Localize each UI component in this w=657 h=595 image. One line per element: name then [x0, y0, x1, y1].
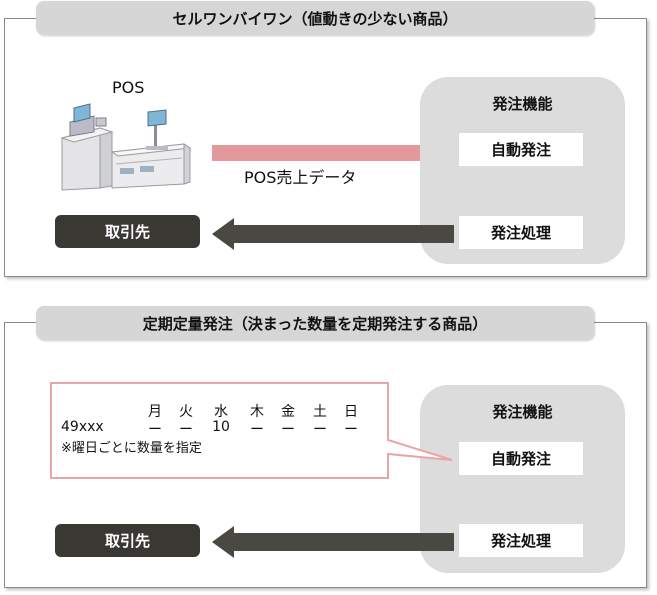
pos-sales-data-label: POS売上データ: [244, 168, 357, 187]
pos-terminal-icon: [60, 103, 192, 191]
item-code: 49xxx: [61, 419, 104, 435]
qty-mon: ー: [148, 422, 162, 438]
bottom-panel-title: 定期定量発注（決まった数量を定期発注する商品）: [36, 306, 594, 340]
qty-thu: ー: [250, 422, 264, 438]
order-to-supplier-arrow-2: [212, 526, 454, 558]
weekly-schedule: 月 火 水 木 金 土 日 49xxx ー ー 10 ー ー ー ー ※曜日ごと…: [61, 401, 371, 461]
qty-sat: ー: [313, 422, 327, 438]
order-process-button[interactable]: 発注処理: [459, 216, 583, 249]
pos-label: POS: [112, 78, 145, 97]
qty-tue: ー: [179, 422, 193, 438]
auto-order-button[interactable]: 自動発注: [459, 133, 583, 166]
schedule-note: ※曜日ごとに数量を指定: [61, 441, 202, 456]
qty-fri: ー: [281, 422, 295, 438]
day-wed: 水: [214, 404, 228, 420]
day-sun: 日: [344, 404, 358, 420]
day-sat: 土: [313, 404, 327, 420]
order-to-supplier-arrow: [212, 218, 454, 250]
day-thu: 木: [250, 404, 264, 420]
schedule-callout: [50, 382, 453, 479]
supplier-button-2[interactable]: 取引先: [55, 524, 200, 557]
order-function-title: 発注機能: [492, 95, 553, 113]
qty-sun: ー: [344, 422, 358, 438]
top-panel-title: セルワンバイワン（値動きの少ない商品）: [36, 1, 594, 35]
day-mon: 月: [148, 404, 162, 420]
day-fri: 金: [281, 404, 295, 420]
supplier-button[interactable]: 取引先: [55, 215, 200, 248]
order-process-button-2[interactable]: 発注処理: [459, 524, 583, 557]
pos-sales-data-arrow: [212, 137, 456, 169]
auto-order-button-2[interactable]: 自動発注: [459, 442, 583, 475]
order-function-title-2: 発注機能: [492, 403, 553, 421]
day-tue: 火: [179, 404, 193, 420]
qty-wed: 10: [212, 419, 230, 435]
